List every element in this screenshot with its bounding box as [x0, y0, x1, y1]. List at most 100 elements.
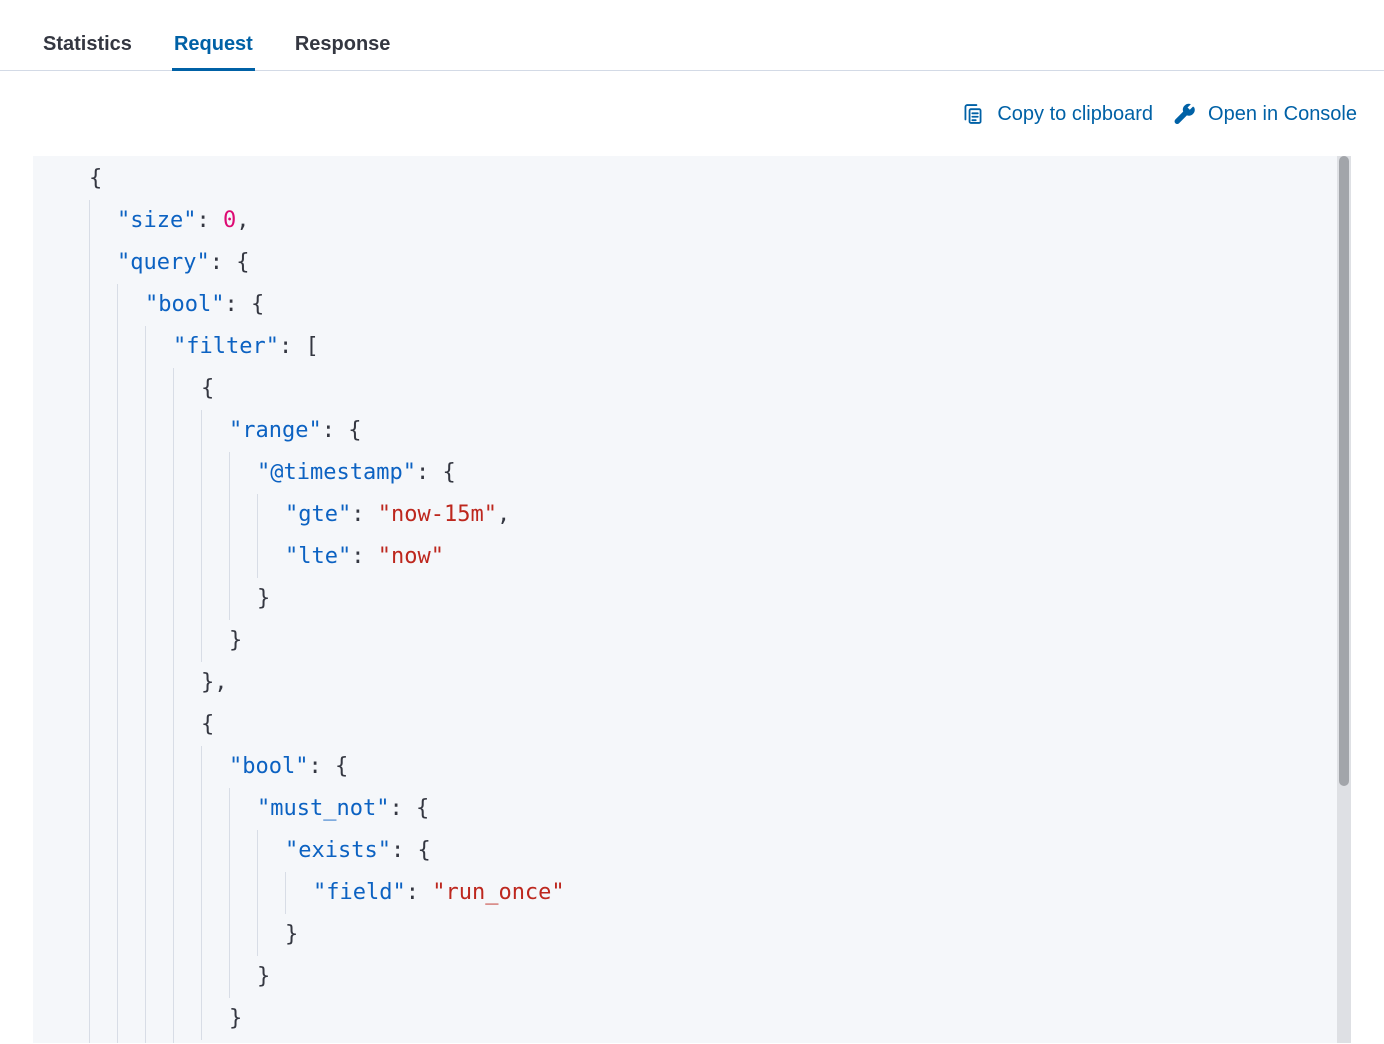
indent-guide [145, 788, 146, 830]
indent-guide [229, 494, 230, 536]
code-token: "now-15m" [377, 502, 497, 527]
indent-guide [89, 872, 90, 914]
code-token: { [201, 376, 215, 401]
indent-guide [89, 914, 90, 956]
indent-guide [89, 536, 90, 578]
code-line: "field": "run_once" [89, 872, 1351, 914]
code-token: , [496, 502, 511, 527]
indent-guide [89, 1040, 90, 1043]
indent-guide [257, 872, 258, 914]
indent-guide [145, 620, 146, 662]
indent-guide [117, 620, 118, 662]
indent-guide [145, 494, 146, 536]
indent-guide [173, 578, 174, 620]
indent-guide [201, 578, 202, 620]
code-token: : { [389, 796, 430, 821]
indent-guide [257, 494, 258, 536]
tabs-bar: Statistics Request Response [0, 0, 1384, 71]
indent-guide [257, 536, 258, 578]
indent-guide [145, 746, 146, 788]
indent-guide [145, 662, 146, 704]
code-token: } [229, 628, 243, 653]
code-line: "lte": "now" [89, 536, 1351, 578]
indent-guide [117, 494, 118, 536]
indent-guide [229, 788, 230, 830]
code-token: "bool" [145, 292, 225, 317]
code-token: "field" [313, 880, 406, 905]
indent-guide [145, 830, 146, 872]
indent-guide [201, 872, 202, 914]
indent-guide [117, 284, 118, 326]
indent-guide [173, 536, 174, 578]
indent-guide [145, 410, 146, 452]
code-line: "bool": { [89, 284, 1351, 326]
open-in-console-button[interactable]: Open in Console [1173, 101, 1357, 127]
indent-guide [285, 872, 286, 914]
code-line: "must_not": { [89, 788, 1351, 830]
copy-to-clipboard-label: Copy to clipboard [997, 103, 1154, 125]
indent-guide [257, 830, 258, 872]
indent-guide [229, 872, 230, 914]
code-line-text: } [89, 956, 270, 998]
indent-guide [201, 788, 202, 830]
tab-response[interactable]: Response [294, 33, 391, 55]
open-in-console-label: Open in Console [1208, 103, 1357, 125]
indent-guide [173, 830, 174, 872]
code-token: : [351, 544, 378, 569]
code-line: } [89, 578, 1351, 620]
indent-guide [89, 746, 90, 788]
tab-request[interactable]: Request [171, 32, 255, 71]
indent-guide [173, 704, 174, 746]
indent-guide [201, 998, 202, 1040]
code-token: "range" [229, 418, 322, 443]
indent-guide [173, 620, 174, 662]
indent-guide [173, 872, 174, 914]
code-token: "gte" [285, 502, 352, 527]
code-line: "exists": { [89, 830, 1351, 872]
indent-guide [117, 998, 118, 1040]
indent-guide [173, 746, 174, 788]
code-line: }, [89, 662, 1351, 704]
code-token: } [257, 586, 271, 611]
code-line: "size": 0, [89, 200, 1351, 242]
code-token: : { [415, 460, 456, 485]
indent-guide [89, 788, 90, 830]
code-token: : [ [278, 334, 319, 359]
scrollbar-track[interactable] [1337, 156, 1351, 1043]
code-token: "must_not" [257, 796, 390, 821]
code-line-text: { [89, 704, 214, 746]
code-line: "query": { [89, 242, 1351, 284]
indent-guide [117, 746, 118, 788]
indent-guide [145, 536, 146, 578]
indent-guide [117, 872, 118, 914]
code-line-text: "filter": [ [89, 326, 319, 368]
indent-guide [173, 662, 174, 704]
indent-guide [201, 620, 202, 662]
code-line-text: "bool": { [89, 284, 264, 326]
copy-to-clipboard-button[interactable]: Copy to clipboard [962, 101, 1153, 127]
code-token: "size" [117, 208, 197, 233]
code-line-text: } [89, 914, 298, 956]
indent-guide [89, 242, 90, 284]
code-line: } [89, 998, 1351, 1040]
code-line-text: "exists": { [89, 830, 431, 872]
indent-guide [117, 956, 118, 998]
indent-guide [173, 452, 174, 494]
indent-guide [89, 662, 90, 704]
indent-guide [229, 956, 230, 998]
indent-guide [173, 368, 174, 410]
code-token: { [201, 712, 215, 737]
tab-statistics[interactable]: Statistics [43, 33, 132, 55]
indent-guide [145, 956, 146, 998]
code-line-text: { [89, 368, 214, 410]
indent-guide [89, 830, 90, 872]
indent-guide [145, 368, 146, 410]
code-token: : { [390, 838, 431, 863]
indent-guide [145, 998, 146, 1040]
code-token: "run_once" [432, 880, 565, 905]
indent-guide [117, 410, 118, 452]
code-token: : [196, 208, 223, 233]
scrollbar-thumb[interactable] [1339, 156, 1349, 786]
indent-guide [201, 830, 202, 872]
indent-guide [173, 998, 174, 1040]
